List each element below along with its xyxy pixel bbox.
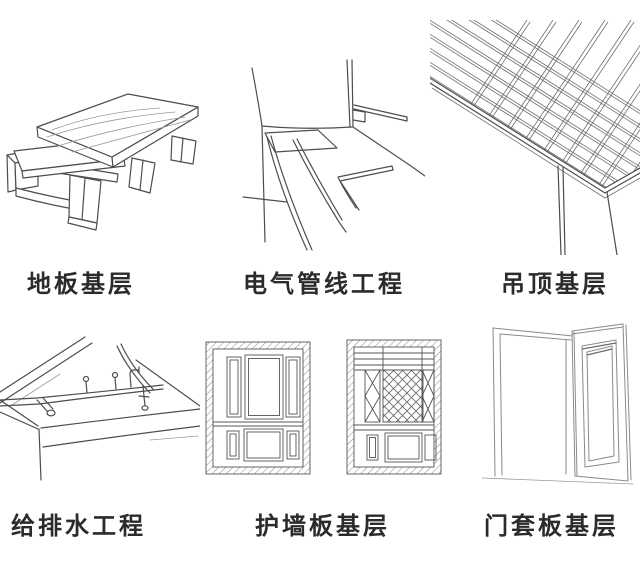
- door-casing-open-door-sketch: [481, 323, 634, 485]
- water-supply-drainage-pipes-sketch: [0, 336, 200, 481]
- cell-floor-base: [0, 60, 220, 255]
- wall-panel-elevation-sketch: [205, 339, 442, 475]
- cell-ceiling-base: [430, 20, 640, 255]
- room-corner-electrical-conduit-sketch: [242, 59, 425, 251]
- suspended-ceiling-frame-sketch: [430, 20, 640, 255]
- cell-plumbing: [0, 330, 200, 500]
- label-floor-base: 地板基层: [27, 271, 135, 298]
- cell-wall-panel: [200, 330, 450, 495]
- wood-floor-base-platform-sketch: [6, 93, 199, 231]
- label-electrical: 电气管线工程: [243, 271, 405, 298]
- cell-electrical: [225, 50, 425, 260]
- label-ceiling-base: 吊顶基层: [501, 271, 609, 298]
- label-wall-panel: 护墙板基层: [255, 513, 390, 540]
- label-plumbing: 给排水工程: [11, 513, 146, 540]
- label-door-casing: 门套板基层: [484, 513, 619, 540]
- cell-door-casing: [460, 310, 640, 500]
